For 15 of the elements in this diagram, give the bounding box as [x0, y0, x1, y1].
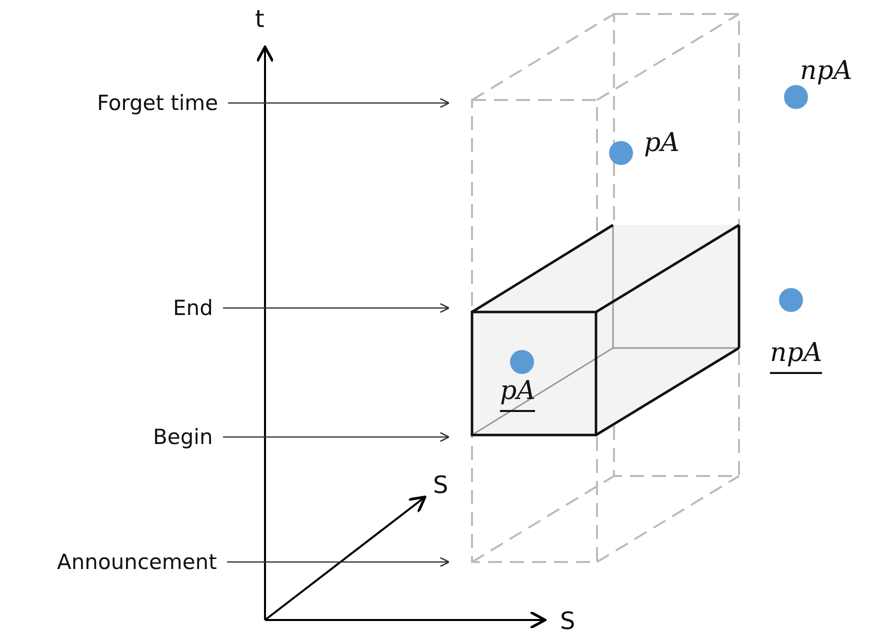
point-label: npA: [770, 338, 822, 374]
time-label: End: [173, 296, 213, 320]
point-label: pA: [500, 376, 536, 412]
arrow: [223, 302, 450, 314]
time-label: Begin: [153, 425, 213, 449]
arrow: [228, 98, 450, 108]
axis-label: S: [560, 608, 576, 634]
arrow: [223, 432, 450, 442]
point-label: npA: [800, 56, 852, 86]
arrow: [227, 556, 450, 568]
axis-label: t: [255, 6, 264, 32]
axis-label: S: [433, 472, 448, 498]
time-label: Announcement: [57, 550, 217, 574]
time-label: Forget time: [97, 91, 218, 115]
point-label: pA: [644, 128, 680, 158]
